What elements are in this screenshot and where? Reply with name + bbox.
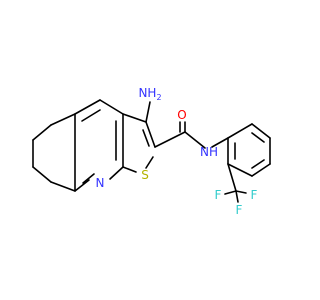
bond xyxy=(227,123,253,139)
amino-bond xyxy=(145,101,151,123)
double-bond-inner xyxy=(82,173,95,184)
structure-canvas: NH2 O NH S N F F F xyxy=(32,86,271,217)
atom-label-fluorine-1: F xyxy=(215,188,222,202)
bond xyxy=(50,181,76,192)
atom-label-amino: NH2 xyxy=(138,86,161,102)
atom-label-fluorine-3: F xyxy=(236,203,243,217)
thiophene-ring xyxy=(122,113,156,173)
bond xyxy=(251,123,271,139)
bond xyxy=(109,166,124,180)
atom-label-ring-nitrogen: N xyxy=(96,176,105,190)
bond xyxy=(227,163,253,177)
bond xyxy=(32,166,52,183)
bond xyxy=(154,131,186,148)
pyridine-ring xyxy=(74,99,124,192)
amide-group xyxy=(154,121,229,149)
bond xyxy=(251,163,271,177)
bond xyxy=(122,113,147,123)
bond xyxy=(122,166,137,173)
atom-label-sulfur: S xyxy=(141,168,149,182)
chemical-structure-diagram: NH2 O NH S N F F F xyxy=(32,86,271,217)
bond xyxy=(211,137,229,148)
bond xyxy=(50,113,76,126)
double-bond-inner xyxy=(142,129,150,147)
cyclohexane-ring xyxy=(32,113,76,192)
bond xyxy=(235,190,239,203)
double-bond-inner xyxy=(81,109,101,122)
double-bond-inner xyxy=(251,159,265,169)
bond xyxy=(99,99,124,115)
bond xyxy=(74,99,101,115)
bond xyxy=(74,179,90,192)
phenyl-ring xyxy=(227,123,271,177)
bond xyxy=(235,190,247,194)
atom-label-fluorine-2: F xyxy=(251,188,258,202)
atom-label-amide-nitrogen: NH xyxy=(200,145,218,159)
bond xyxy=(145,121,156,148)
atom-label-carbonyl-oxygen: O xyxy=(177,108,186,122)
bond xyxy=(184,131,206,149)
double-bond-inner xyxy=(251,132,265,143)
bond xyxy=(227,163,237,192)
trifluoromethyl-group xyxy=(224,163,247,203)
bond xyxy=(32,124,52,141)
bond xyxy=(224,190,237,195)
bond xyxy=(145,156,154,169)
